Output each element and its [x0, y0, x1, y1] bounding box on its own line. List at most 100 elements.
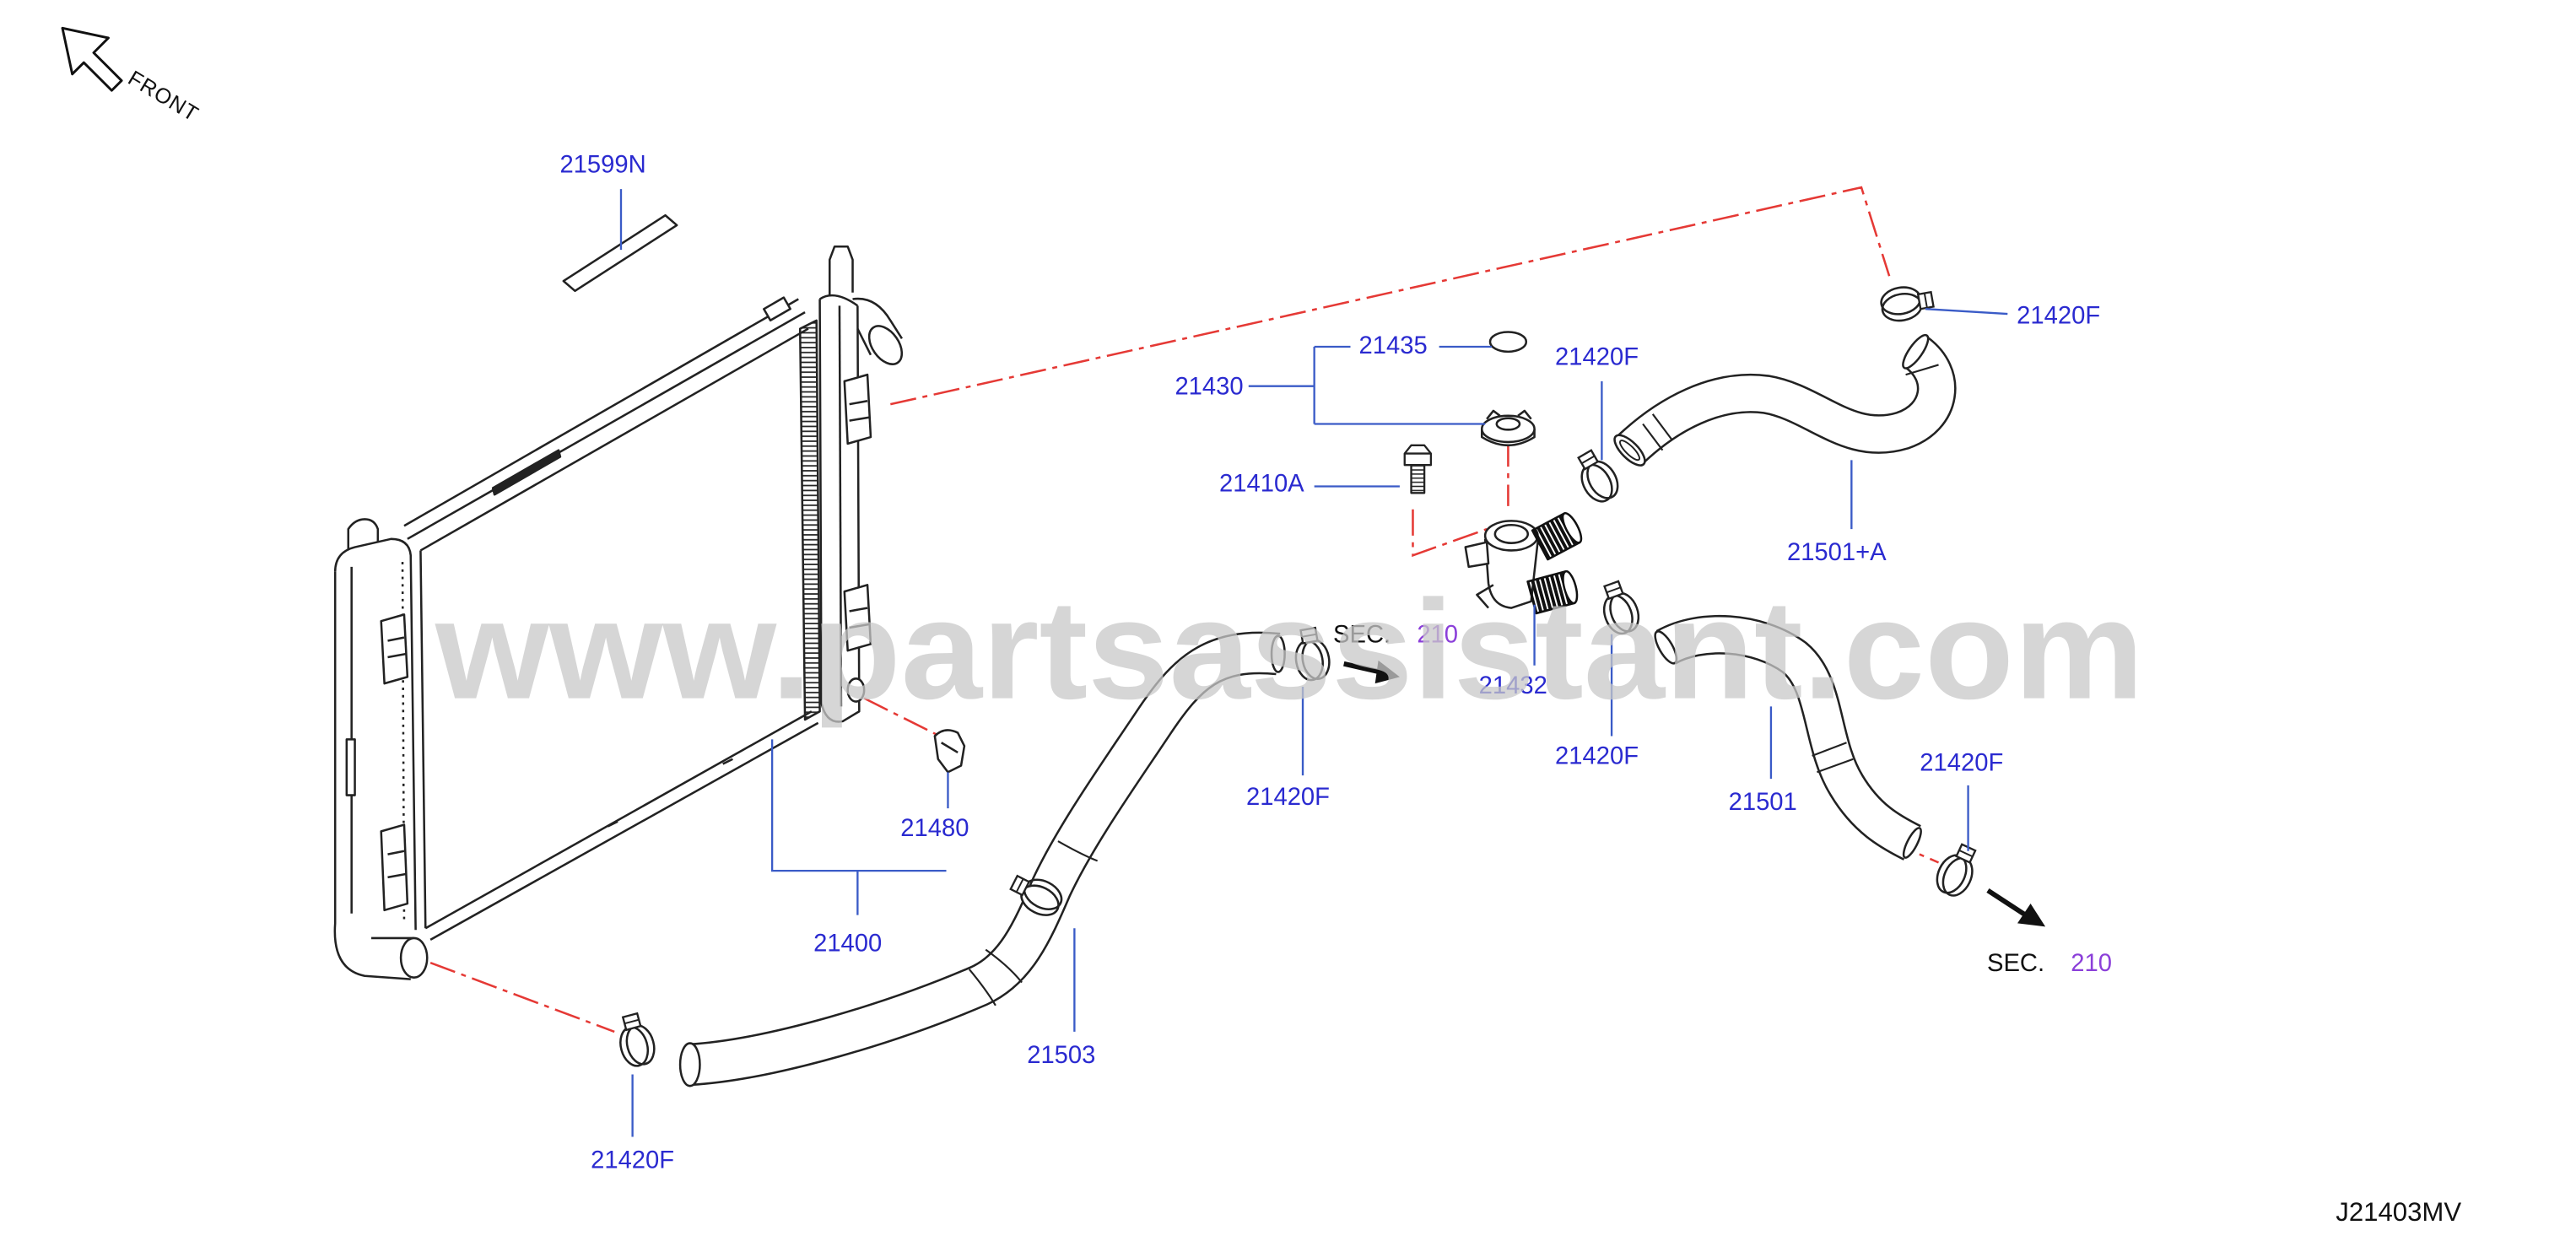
- flow-arrow-center-head: [1374, 660, 1400, 684]
- bracket-detail: [941, 742, 959, 754]
- outlet-flange-lug: [1464, 541, 1490, 569]
- lower-hose-right-end: [1270, 634, 1286, 673]
- callout-21501[interactable]: 21501: [1729, 789, 1797, 816]
- outlet-filler-neck-inner: [1493, 523, 1530, 544]
- hose-clamp-right-lower: [1930, 839, 1985, 902]
- left-tank-bracket-lower: [380, 823, 409, 912]
- outlet-lower-pipe-end: [1562, 569, 1579, 605]
- outlet-body: [1483, 538, 1539, 609]
- hose-clamp-top-right: [1877, 281, 1936, 325]
- outlet-hose-body: [1657, 617, 1920, 859]
- centerline-bolt: [1412, 509, 1488, 558]
- left-tank-neck: [347, 518, 380, 549]
- callout-21435[interactable]: 21435: [1359, 332, 1428, 359]
- callout-21501a[interactable]: 21501+A: [1787, 539, 1887, 566]
- upper-inlet-opening: [867, 325, 904, 365]
- flow-arrow-right-head: [2017, 904, 2046, 927]
- callout-21432[interactable]: 21432: [1479, 672, 1547, 699]
- diagram-code: J21403MV: [2336, 1197, 2461, 1227]
- section-ref-prefix: SEC.: [1333, 621, 1391, 648]
- left-tank-label-plate: [345, 738, 356, 796]
- section-ref-link[interactable]: 210: [1417, 621, 1458, 648]
- outlet-lower-pipe: [1526, 569, 1579, 615]
- right-tank-bracket-lower: [843, 584, 872, 652]
- core-top-edge: [419, 327, 809, 552]
- callout-21430[interactable]: 21430: [1175, 373, 1243, 400]
- leader-lines: [619, 189, 2008, 1137]
- left-tank-bracket-lower-detail: [387, 850, 407, 879]
- watermark: www.partsassistant.com: [435, 571, 2144, 729]
- callout-21420f-center[interactable]: 21420F: [1246, 784, 1330, 811]
- upper-hose-ribs: [1642, 364, 1939, 451]
- right-tank-bracket-upper-detail: [849, 400, 870, 422]
- outlet-upper-pipe-end: [1561, 512, 1583, 544]
- callout-21503[interactable]: 21503: [1027, 1042, 1095, 1069]
- core-top-plate-inner: [407, 311, 806, 540]
- outlet-hose-ribs: [1812, 742, 1854, 774]
- water-outlet-21432: [1464, 512, 1583, 615]
- cap-lug-right: [1517, 409, 1532, 420]
- cap-lug-left: [1486, 409, 1501, 420]
- upper-inlet-pipe: [852, 297, 904, 356]
- right-tank-edge: [838, 305, 843, 707]
- section-ref-link[interactable]: 210: [2071, 950, 2112, 977]
- flow-direction-arrow-icon: [1986, 888, 2046, 927]
- lower-outlet-opening: [399, 936, 429, 979]
- outlet-lower-lug: [1476, 584, 1494, 609]
- leader-21400: [770, 739, 947, 915]
- hose-clamp-upper-center: [1569, 445, 1625, 508]
- core-top-plate-strip: [491, 449, 562, 496]
- callout-21480[interactable]: 21480: [900, 815, 969, 842]
- lower-hose-body: [689, 634, 1281, 1084]
- drain-plug-bracket-21480: [933, 729, 966, 774]
- left-tank-bottom: [333, 571, 411, 980]
- bolt-21410a: [1403, 444, 1433, 494]
- upper-hose-21501a: [1613, 333, 1957, 467]
- core-bottom-detail: [607, 758, 733, 828]
- lower-hose-21503: [678, 631, 1286, 1087]
- core-fins: [798, 319, 821, 721]
- hose-clamp-bottom-left: [612, 1010, 660, 1071]
- right-tank-bracket-lower-detail: [849, 607, 870, 629]
- callout-21410a[interactable]: 21410A: [1219, 470, 1304, 497]
- drain-outlet: [846, 677, 866, 703]
- leader-21430: [1248, 345, 1486, 425]
- callout-21420f-upper-center[interactable]: 21420F: [1555, 343, 1639, 370]
- radiator-cap-21430: [1480, 409, 1536, 446]
- centerline-drain-bracket: [863, 697, 937, 736]
- front-label: FRONT: [124, 67, 203, 127]
- core-top-plate-outer: [403, 298, 799, 527]
- outlet-hose-right-end: [1902, 827, 1922, 859]
- outlet-hose-21501: [1654, 615, 1922, 861]
- core-bottom-plate: [429, 721, 819, 941]
- bracket-body: [933, 729, 966, 774]
- bolt-shaft: [1410, 464, 1426, 494]
- flow-direction-arrow-icon: [1343, 660, 1400, 684]
- left-tank-bracket-upper-detail: [387, 636, 407, 659]
- right-tank-neck: [829, 245, 854, 296]
- upper-hose-body: [1617, 337, 1954, 463]
- callout-21420f-bottom-left[interactable]: 21420F: [591, 1147, 674, 1174]
- left-tank-outline: [333, 537, 417, 931]
- section-ref-center: SEC. 210: [1333, 621, 1458, 648]
- lower-hose-left-end: [678, 1042, 701, 1087]
- callout-21599n[interactable]: 21599N: [559, 152, 645, 179]
- section-ref-right: SEC. 210: [1987, 950, 2112, 977]
- callout-21420f-mid[interactable]: 21420F: [1555, 743, 1639, 770]
- callouts: 21599N 21435 21430 21420F 21420F 21410A …: [559, 152, 2100, 1174]
- flow-arrow-center-shaft: [1343, 661, 1381, 675]
- callout-21420f-top-right[interactable]: 21420F: [2017, 303, 2100, 330]
- callout-21400[interactable]: 21400: [813, 931, 882, 958]
- core-bottom-edge: [424, 710, 813, 930]
- centerline-lower-outlet: [429, 961, 615, 1033]
- left-tank-bracket-upper: [380, 613, 409, 685]
- core-top-tag: [762, 296, 791, 322]
- radiator-21400: [333, 245, 904, 980]
- front-direction-arrow-icon: [61, 26, 123, 92]
- cap-center: [1495, 417, 1521, 431]
- section-ref-prefix: SEC.: [1987, 950, 2044, 977]
- bolt-head: [1403, 444, 1433, 467]
- right-tank-bracket-upper: [843, 373, 872, 445]
- callout-21420f-right-lower[interactable]: 21420F: [1920, 749, 2003, 776]
- right-tank-top: [818, 294, 859, 307]
